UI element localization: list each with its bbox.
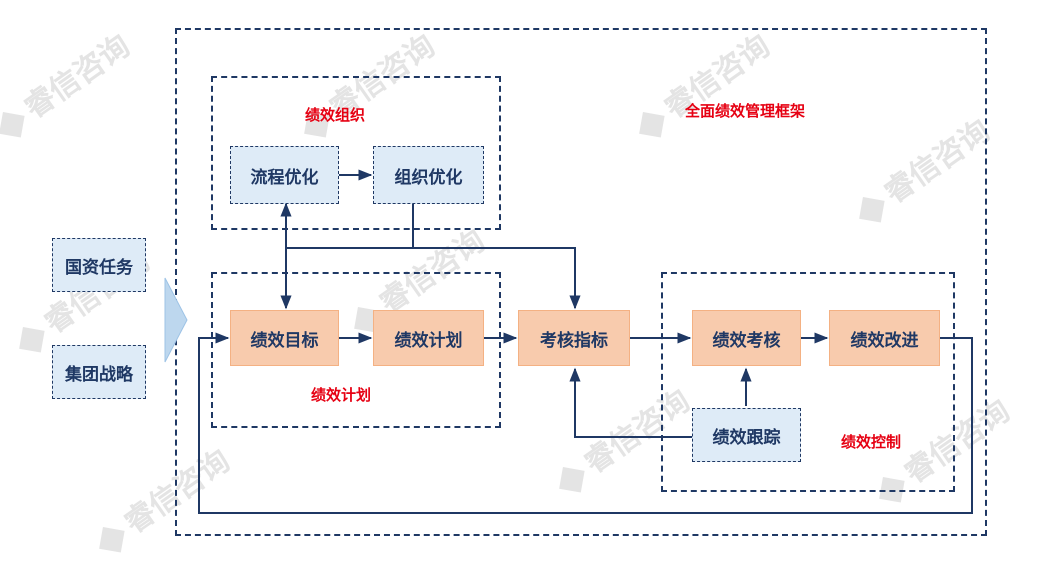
control-group-container — [661, 272, 955, 492]
arrow-feedback-loop — [198, 332, 973, 514]
framework-container — [175, 28, 987, 536]
node-kpi-label: 考核指标 — [540, 330, 608, 351]
group-label-control: 绩效控制 — [841, 433, 902, 451]
node-performance-goal: 绩效目标 — [230, 310, 339, 366]
node-performance-goal-label: 绩效目标 — [250, 330, 319, 351]
org-group-container — [211, 76, 501, 230]
node-performance-assessment-label: 绩效考核 — [712, 330, 781, 351]
node-kpi: 考核指标 — [518, 310, 630, 366]
arrow-org-to-kpi — [412, 204, 581, 310]
node-performance-assessment: 绩效考核 — [692, 310, 801, 366]
input-sasac-task: 国资任务 — [52, 238, 146, 292]
group-label-plan: 绩效计划 — [311, 386, 372, 404]
node-org-optimization-label: 组织优化 — [394, 167, 463, 188]
node-performance-tracking-label: 绩效跟踪 — [712, 427, 781, 448]
framework-title: 全面绩效管理框架 — [685, 102, 806, 120]
node-performance-improvement-label: 绩效改进 — [850, 330, 919, 351]
input-sasac-task-label: 国资任务 — [65, 257, 133, 278]
input-group-strategy: 集团战略 — [52, 345, 146, 399]
group-label-org: 绩效组织 — [305, 106, 366, 124]
input-group-strategy-label: 集团战略 — [65, 364, 133, 385]
node-performance-improvement: 绩效改进 — [829, 310, 940, 366]
node-performance-tracking: 绩效跟踪 — [692, 408, 801, 462]
arrow-track-to-kpi — [569, 367, 692, 438]
node-performance-plan-label: 绩效计划 — [394, 330, 463, 351]
input-chevron — [164, 277, 188, 363]
node-process-optimization-label: 流程优化 — [250, 167, 319, 188]
node-performance-plan: 绩效计划 — [373, 310, 484, 366]
node-org-optimization: 组织优化 — [373, 146, 484, 204]
node-process-optimization: 流程优化 — [230, 146, 339, 204]
plan-group-container — [211, 272, 501, 428]
